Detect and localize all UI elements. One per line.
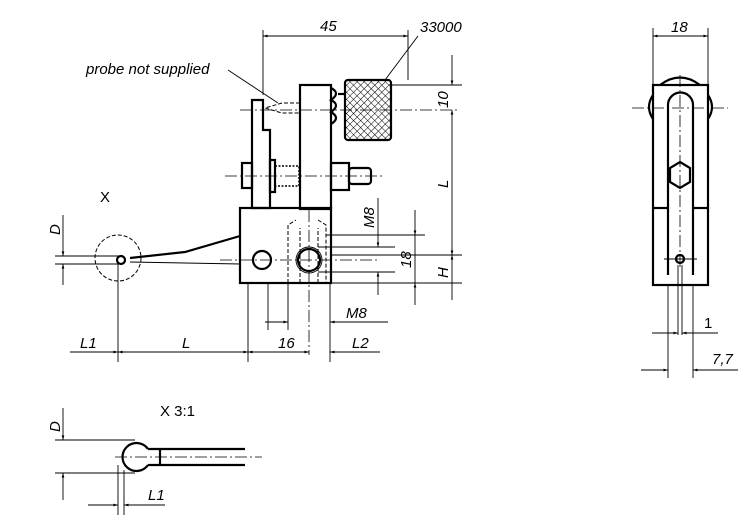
dim-16: 16	[278, 335, 295, 352]
dim-h: H	[435, 267, 452, 278]
probe-plate	[250, 98, 272, 210]
detail-circle	[94, 234, 142, 282]
side-dim-1: 1	[704, 315, 712, 332]
upright-block	[298, 83, 333, 211]
detail-marker: X	[100, 189, 110, 206]
spring	[274, 165, 300, 187]
dim-45: 45	[320, 18, 337, 35]
detail-dim-l1: L1	[148, 487, 165, 504]
base-block	[238, 206, 333, 285]
front-view: 45 33000 probe not supplied	[47, 18, 462, 362]
dim-m8-vertical: M8	[361, 207, 378, 228]
dim-18-vertical: 18	[398, 251, 415, 268]
dim-m8-horizontal: M8	[346, 305, 367, 322]
dim-l2: L2	[352, 335, 369, 352]
detail-dim-d: D	[47, 421, 64, 432]
dim-l-vertical: L	[435, 180, 452, 188]
dim-10: 10	[435, 91, 452, 108]
side-dim-7-7: 7,7	[712, 351, 734, 368]
side-view: 18 1 7,7	[632, 19, 738, 378]
probe-note: probe not supplied	[85, 61, 210, 78]
dim-l: L	[182, 335, 190, 352]
detail-view: X 3:1 D L1	[47, 403, 262, 515]
detail-title: X 3:1	[160, 403, 195, 420]
part-ref-label: 33000	[420, 19, 462, 36]
dim-d: D	[47, 224, 64, 235]
side-dim-18: 18	[671, 19, 688, 36]
dim-l1: L1	[80, 335, 97, 352]
